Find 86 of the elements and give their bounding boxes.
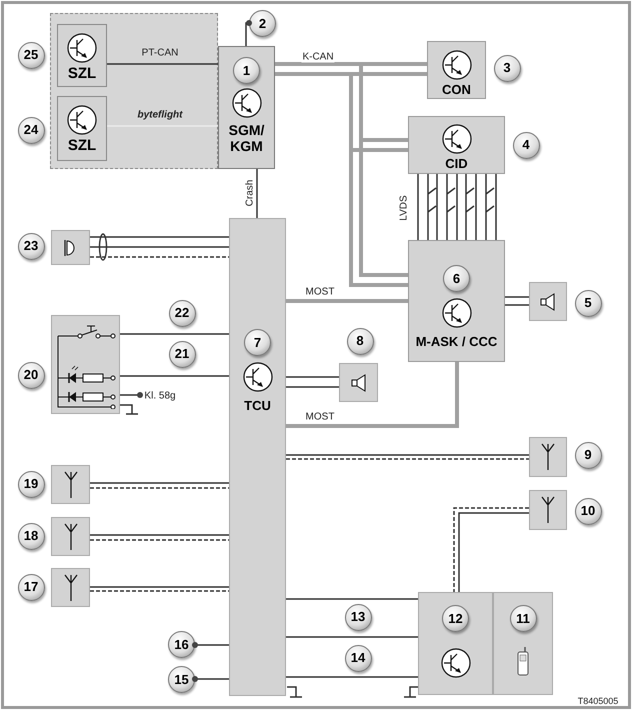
control-unit-box bbox=[218, 46, 275, 169]
edge-label: Crash bbox=[244, 178, 256, 208]
wire bbox=[120, 375, 229, 377]
callout-number: 19 bbox=[18, 470, 44, 498]
callout-number: 24 bbox=[18, 116, 44, 144]
callout-number: 21 bbox=[168, 340, 196, 368]
component-box bbox=[529, 437, 567, 477]
callout-number: 12 bbox=[442, 605, 469, 632]
control-unit-box bbox=[493, 592, 553, 695]
cable-wire bbox=[90, 586, 229, 588]
callout-number: 17 bbox=[18, 574, 44, 600]
wire bbox=[120, 333, 229, 335]
wire bbox=[192, 676, 229, 682]
cable-wire bbox=[90, 482, 229, 484]
edge-label: MOST bbox=[304, 412, 336, 422]
shielded-cable bbox=[90, 539, 229, 541]
wire bbox=[285, 376, 340, 388]
shielded-cable bbox=[286, 458, 529, 460]
edge-label: K-CAN bbox=[301, 52, 335, 62]
callout-number: 8 bbox=[346, 328, 374, 354]
callout-number: 15 bbox=[168, 666, 195, 693]
callout-number: 2 bbox=[249, 10, 276, 37]
callout-number: 11 bbox=[510, 605, 536, 632]
shielded-cable bbox=[90, 590, 229, 592]
component-box bbox=[529, 490, 567, 530]
callout-number: 9 bbox=[574, 442, 602, 468]
unit-name: SZL bbox=[68, 66, 96, 82]
edge-label: LVDS bbox=[398, 194, 410, 222]
wire bbox=[245, 20, 252, 46]
callout-number: 20 bbox=[18, 362, 44, 388]
wire bbox=[256, 169, 258, 218]
wire bbox=[192, 642, 229, 648]
unit-name: CON bbox=[442, 82, 471, 98]
control-unit-box bbox=[427, 41, 486, 99]
callout-number: 5 bbox=[574, 290, 602, 316]
wire bbox=[107, 63, 218, 65]
figure-code: T8405005 bbox=[578, 696, 618, 706]
shielded-cable bbox=[90, 487, 229, 489]
unit-name: TCU bbox=[244, 398, 271, 414]
cable-shield-line bbox=[90, 256, 229, 258]
edge-label: MOST bbox=[304, 286, 336, 298]
cable-wire bbox=[90, 534, 229, 536]
wire bbox=[286, 598, 418, 600]
unit-name: SZL bbox=[68, 138, 96, 154]
control-unit-box bbox=[418, 592, 493, 695]
edge-label: Kl. 58g bbox=[143, 390, 177, 402]
component-box bbox=[51, 315, 120, 414]
callout-number: 10 bbox=[574, 498, 602, 524]
cable-wire bbox=[286, 454, 529, 456]
callout-number: 14 bbox=[344, 644, 372, 672]
wire bbox=[89, 236, 230, 248]
component-box bbox=[339, 363, 378, 402]
control-unit-box bbox=[57, 96, 107, 161]
callout-number: 23 bbox=[18, 232, 44, 260]
wire bbox=[417, 173, 497, 241]
component-box bbox=[51, 465, 90, 504]
control-unit-box bbox=[57, 24, 107, 87]
control-unit-box bbox=[408, 240, 505, 362]
control-unit-box bbox=[408, 116, 505, 174]
dashed-group-area bbox=[50, 13, 218, 169]
bus-line bbox=[286, 362, 459, 428]
callout-number: 22 bbox=[168, 300, 196, 326]
component-box bbox=[51, 517, 90, 556]
unit-name: M-ASK / CCC bbox=[416, 334, 498, 350]
callout-number: 4 bbox=[512, 132, 540, 158]
callout-number: 16 bbox=[168, 631, 195, 658]
wire bbox=[286, 676, 418, 678]
wire bbox=[120, 392, 143, 398]
component-box bbox=[51, 568, 90, 607]
callout-number: 7 bbox=[244, 329, 271, 356]
component-box bbox=[51, 230, 90, 265]
control-unit-box bbox=[229, 218, 286, 696]
callout-number: 1 bbox=[233, 57, 260, 84]
wire bbox=[286, 636, 418, 638]
callout-number: 18 bbox=[18, 522, 44, 550]
unit-name: CID bbox=[445, 156, 468, 172]
edge-label: PT-CAN bbox=[140, 48, 180, 58]
unit-name: SGM/ KGM bbox=[228, 122, 266, 154]
edge-label: byteflight bbox=[136, 110, 184, 120]
wire bbox=[504, 296, 530, 306]
callout-number: 25 bbox=[18, 42, 44, 68]
callout-number: 3 bbox=[494, 54, 520, 82]
bus-line bbox=[286, 299, 408, 303]
component-box bbox=[529, 282, 567, 321]
callout-number: 6 bbox=[443, 265, 470, 292]
callout-number: 13 bbox=[344, 604, 372, 630]
